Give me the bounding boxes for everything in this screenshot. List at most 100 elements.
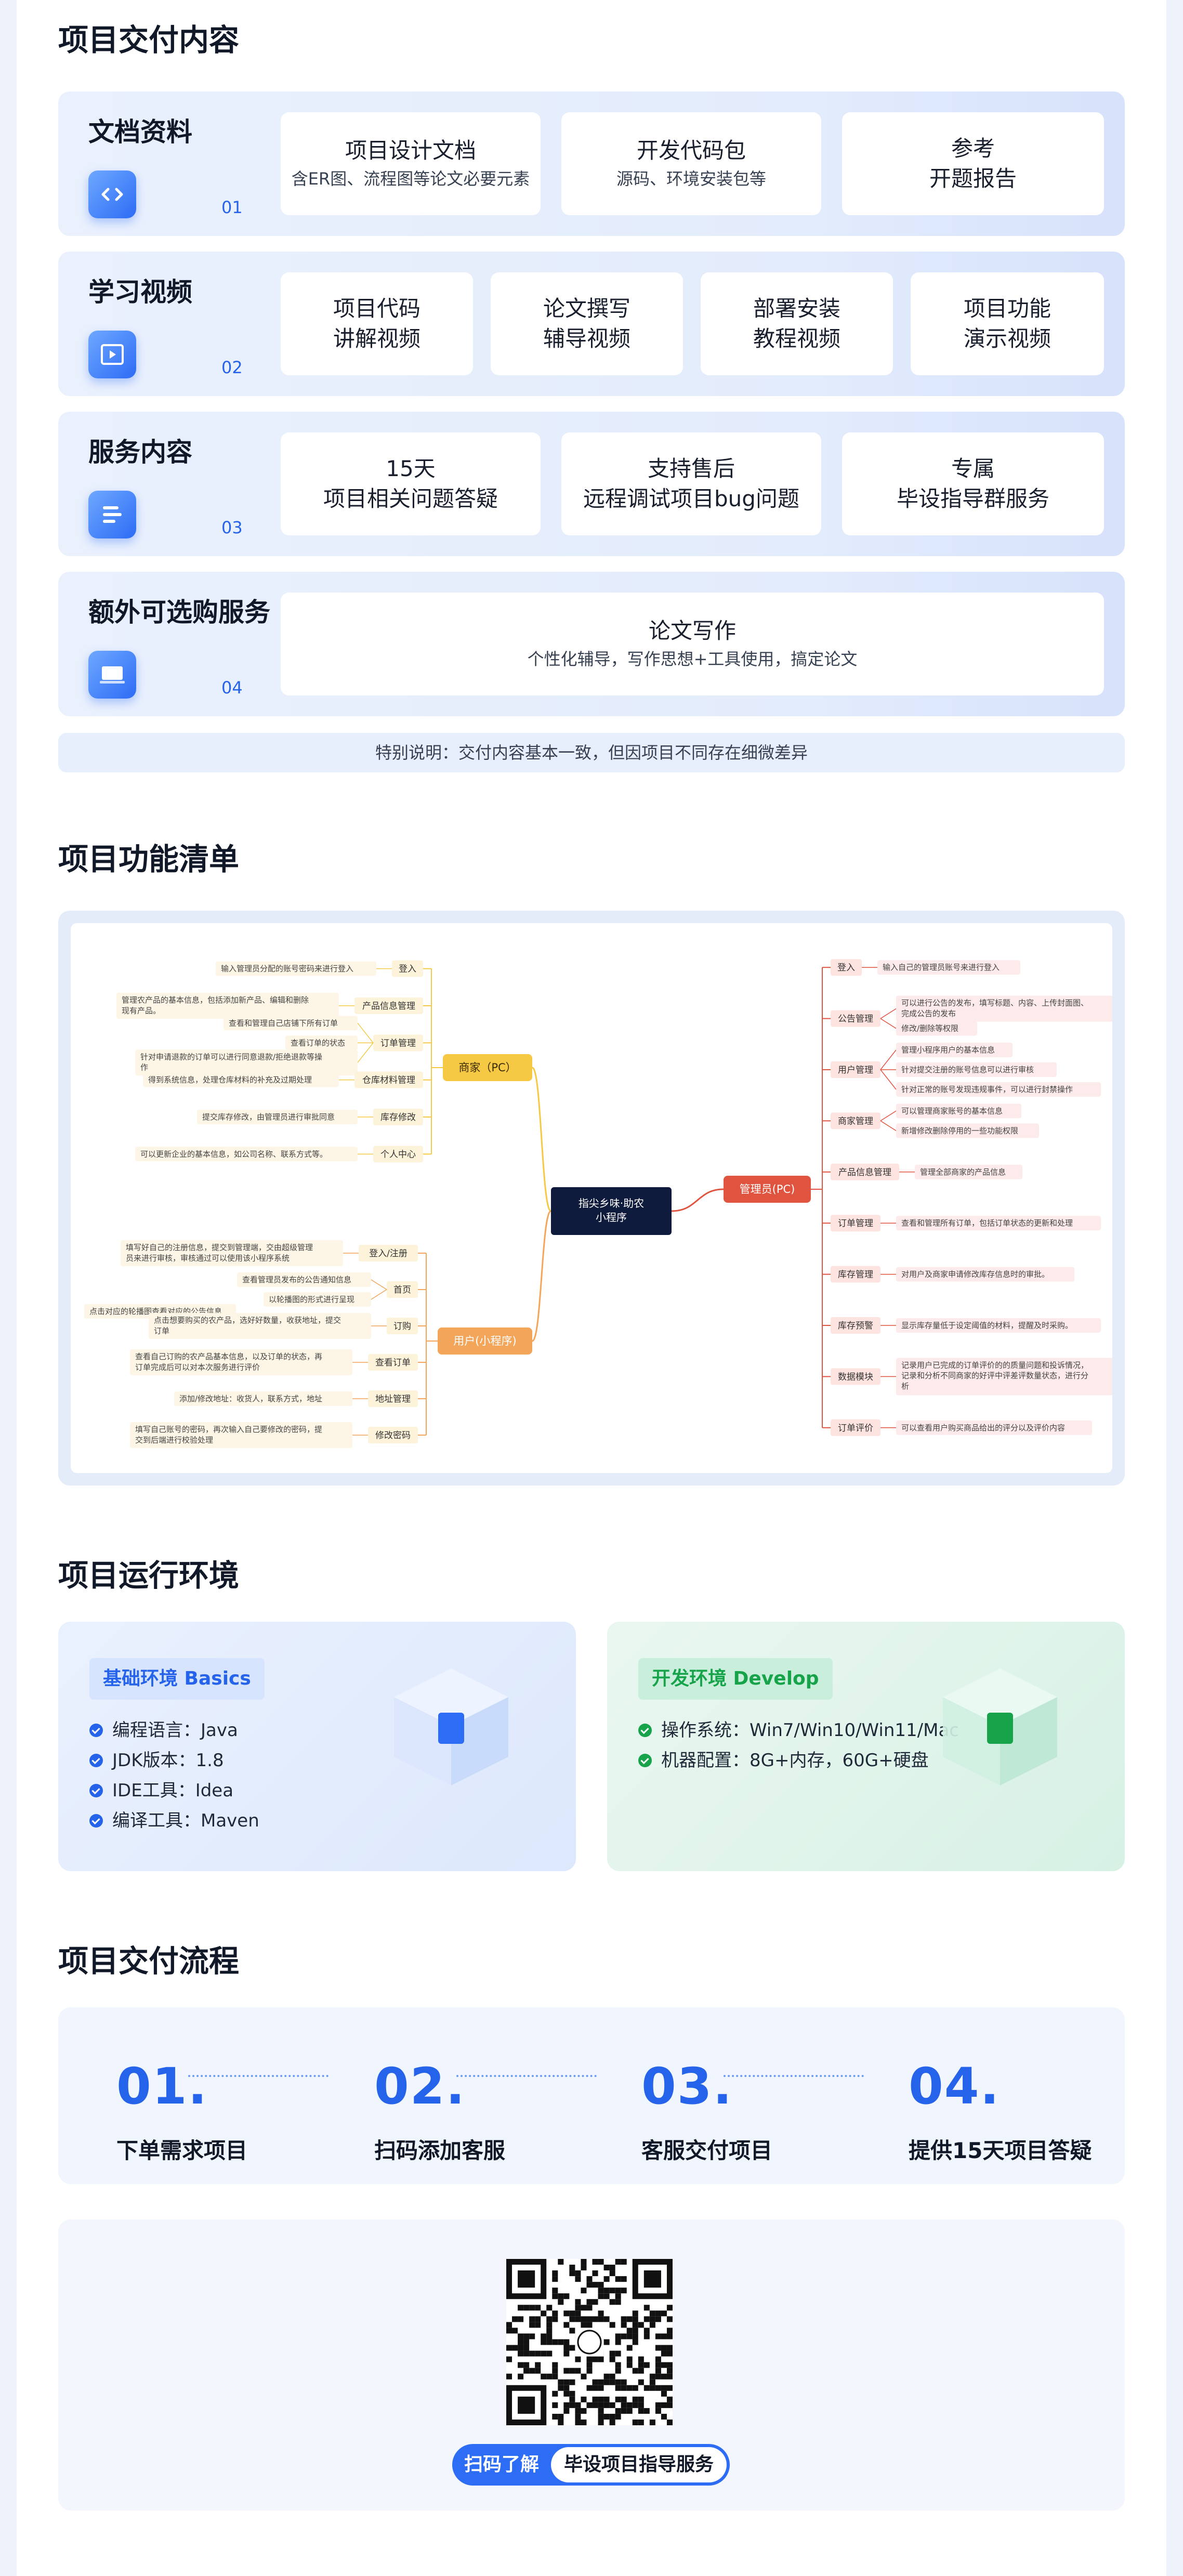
qr-module	[523, 2339, 530, 2345]
mindmap-canvas: 指尖乡味·助农小程序商家（PC）登入输入管理员分配的账号密码来进行登入产品信息管…	[84, 959, 1112, 1448]
leaf-desc-box	[143, 1072, 339, 1087]
right-margin	[1166, 0, 1183, 2576]
qr-module	[603, 2396, 610, 2402]
qr-module	[586, 2368, 593, 2374]
root-node	[551, 1187, 672, 1235]
qr-module	[592, 2396, 598, 2402]
qr-module	[569, 2368, 575, 2374]
qr-module	[512, 2328, 518, 2334]
qr-module	[615, 2276, 621, 2282]
code-doc-icon	[88, 170, 136, 218]
qr-module	[586, 2402, 593, 2408]
env-item: 编译工具：Maven	[89, 1806, 259, 1836]
qr-module	[552, 2270, 558, 2277]
leaf-label: 仓库材料管理	[362, 1075, 415, 1086]
qr-module	[569, 2396, 575, 2402]
card-code-video: 项目代码 讲解视频	[281, 272, 473, 375]
qr-module	[575, 2356, 581, 2362]
qr-module	[598, 2408, 604, 2414]
qr-module	[563, 2402, 570, 2408]
row-title: 服务内容	[88, 437, 192, 467]
qr-module	[552, 2310, 558, 2317]
qr-module	[666, 2305, 673, 2311]
branch-node	[724, 1176, 811, 1203]
qr-module	[563, 2368, 570, 2374]
qr-module	[643, 2362, 650, 2368]
qr-module	[632, 2396, 638, 2402]
qr-module	[575, 2276, 581, 2282]
leaf-label: 登入	[399, 964, 416, 975]
qr-service-pill[interactable]: 扫码了解 毕设项目指导服务	[452, 2444, 730, 2486]
qr-module	[609, 2322, 615, 2328]
qr-module	[575, 2305, 581, 2311]
qr-module	[575, 2408, 581, 2414]
qr-module	[638, 2396, 644, 2402]
qr-module	[586, 2282, 593, 2288]
scan-label: 扫码了解	[464, 2454, 539, 2475]
qr-module	[603, 2373, 610, 2380]
row-number: 01	[221, 198, 243, 217]
mindmap-frame: 指尖乡味·助农小程序商家（PC）登入输入管理员分配的账号密码来进行登入产品信息管…	[58, 911, 1125, 1486]
qr-module	[666, 2419, 673, 2425]
qr-module	[615, 2362, 621, 2368]
qr-module	[632, 2333, 638, 2340]
desc-connector	[371, 1289, 387, 1300]
check-icon	[89, 1754, 103, 1767]
qr-module	[621, 2288, 627, 2294]
qr-module	[615, 2299, 621, 2305]
leaf-desc: 管理全部商家的产品信息	[920, 1167, 1006, 1177]
qr-module	[666, 2402, 673, 2408]
qr-module	[569, 2402, 575, 2408]
qr-module	[592, 2299, 598, 2305]
qr-module	[523, 2305, 530, 2311]
qr-module	[529, 2368, 535, 2374]
card-desc: 讲解视频	[333, 326, 420, 351]
qr-module	[638, 2362, 644, 2368]
qr-module	[558, 2339, 564, 2345]
qr-module	[586, 2299, 593, 2305]
qr-module	[666, 2350, 673, 2357]
qr-module	[563, 2350, 570, 2357]
qr-module	[655, 2362, 661, 2368]
qr-module	[649, 2385, 655, 2391]
qr-module	[552, 2368, 558, 2374]
qr-code[interactable]	[506, 2259, 673, 2425]
qr-module	[569, 2316, 575, 2322]
qr-module	[506, 2322, 512, 2328]
step-connector	[724, 2075, 864, 2077]
card-title: 15天	[386, 456, 436, 481]
qr-module	[546, 2328, 553, 2334]
card-deploy-video: 部署安装 教程视频	[701, 272, 893, 375]
env-item: 编程语言：Java	[89, 1715, 259, 1745]
qr-module	[609, 2265, 615, 2271]
qr-module	[661, 2385, 667, 2391]
delivery-row-docs: 文档资料 01 项目设计文档 含ER图、流程图等论文必要元素 开发代码包 源码、…	[58, 91, 1125, 236]
qr-module	[523, 2345, 530, 2351]
leaf-label-box	[831, 1317, 880, 1334]
leaf-desc: 输入管理员分配的账号密码来进行登入	[221, 964, 353, 974]
qr-module	[541, 2350, 547, 2357]
leaf-desc: 查看和管理所有订单，包括订单状态的更新和处理	[901, 1218, 1073, 1228]
leaf-label: 个人中心	[380, 1149, 416, 1160]
qr-module	[632, 2368, 638, 2374]
qr-module	[649, 2379, 655, 2385]
leaf-label-box	[387, 1281, 418, 1298]
cube-icon	[394, 1668, 508, 1785]
leaf-desc-box	[264, 1292, 371, 1307]
qr-module	[615, 2385, 621, 2391]
leaf-desc-box	[896, 1267, 1074, 1282]
leaf-desc-box	[896, 1103, 1021, 1119]
leaf-desc-box	[116, 993, 339, 1019]
qr-module	[592, 2259, 598, 2265]
qr-module	[518, 2362, 524, 2368]
qr-module	[626, 2385, 633, 2391]
leaf-desc-box	[285, 1035, 358, 1050]
qr-module	[523, 2350, 530, 2357]
wechat-icon	[577, 2330, 602, 2355]
env-develop-tag: 开发环境 Develop	[638, 1658, 833, 1700]
row-title: 学习视频	[88, 277, 192, 307]
qr-module	[506, 2356, 512, 2362]
qr-module	[649, 2316, 655, 2322]
qr-module	[643, 2328, 650, 2334]
